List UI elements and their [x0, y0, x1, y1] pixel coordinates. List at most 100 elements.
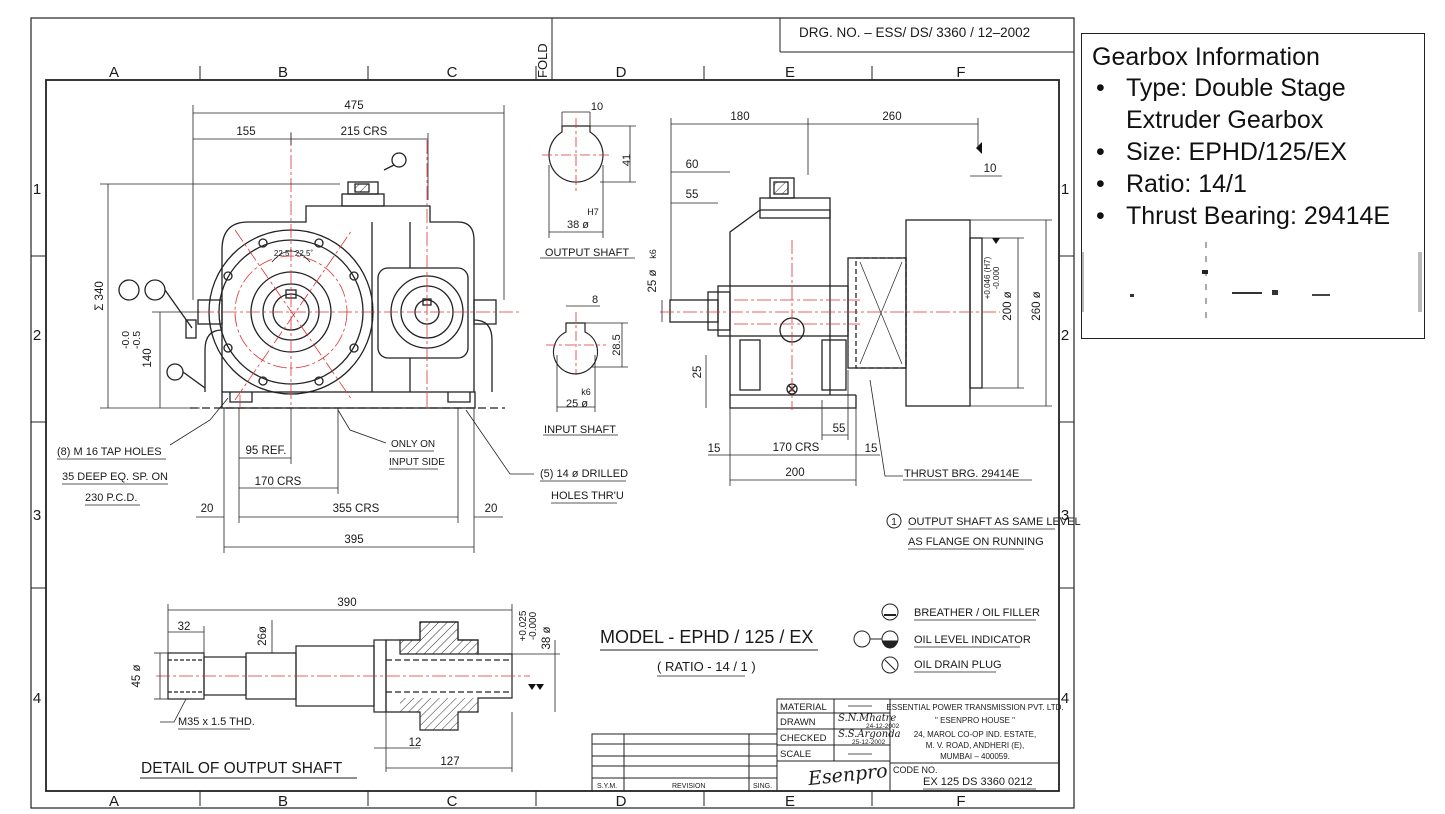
- info-list: Type: Double Stage Extruder Gearbox Size…: [1092, 72, 1414, 232]
- front-view: [118, 152, 505, 409]
- dim-395: 395: [344, 534, 363, 546]
- dim-10: 10: [984, 163, 997, 175]
- input-shaft-28-5: 28.5: [611, 334, 623, 355]
- dim-355-crs: 355 CRS: [333, 503, 380, 515]
- note-number: 1: [891, 517, 897, 528]
- output-shaft-h7: H7: [587, 207, 599, 217]
- info-title: Gearbox Information: [1092, 43, 1320, 71]
- output-shaft-key-10: 10: [591, 101, 603, 113]
- dim-tol-000: -0.000: [992, 266, 1001, 289]
- dim-tol-000-detail: -0.000: [528, 611, 539, 640]
- dim-200: 200: [785, 467, 804, 479]
- output-shaft-note: OUTPUT SHAFT AS SAME LEVEL: [908, 516, 1081, 528]
- zone-letter: F: [956, 64, 965, 81]
- dim-170-crs: 170 CRS: [255, 476, 302, 488]
- zone-number: 4: [33, 690, 41, 707]
- input-shaft-25: 25 ø: [566, 398, 588, 410]
- zone-letter: B: [278, 793, 288, 810]
- zone-number: 2: [33, 327, 41, 344]
- tb-revision-label: REVISION: [672, 783, 705, 790]
- tap-holes-note: 230 P.C.D.: [85, 492, 137, 504]
- only-on-note: ONLY ON: [391, 439, 435, 450]
- dim-tol-025: +0.025: [518, 610, 529, 641]
- tb-drawn-label: DRAWN: [780, 717, 816, 728]
- zone-number: 3: [1061, 507, 1069, 524]
- drawing-number: DRG. NO. – ESS/ DS/ 3360 / 12–2002: [799, 25, 1030, 40]
- model-title: MODEL - EPHD / 125 / EX: [600, 627, 813, 647]
- surface-symbols: [528, 142, 1000, 690]
- dim-12: 12: [409, 737, 422, 749]
- zone-letter: E: [785, 64, 795, 81]
- dim-38: 38 ø: [541, 626, 553, 649]
- tb-drawn-date: 24-12-2002: [866, 723, 900, 730]
- front-centerlines: [200, 132, 520, 410]
- dim-26: 26ø: [257, 626, 269, 646]
- ratio-label: ( RATIO - 14 / 1 ): [657, 659, 756, 674]
- dim-55: 55: [686, 189, 699, 201]
- dim-55-bottom: 55: [833, 423, 846, 435]
- zone-number: 1: [33, 181, 41, 198]
- scan-artifact: [1082, 242, 1422, 320]
- title-block: [591, 698, 1060, 792]
- dim-390: 390: [337, 597, 356, 609]
- drilled-note: HOLES THR'U: [551, 490, 624, 502]
- esenpro-logo: Esenpro: [806, 760, 889, 790]
- zone-ticks: [31, 66, 1074, 806]
- tb-sign-label: SING.: [753, 783, 772, 790]
- dim-tol-0: -0.0: [120, 331, 132, 349]
- only-on-note: INPUT SIDE: [389, 457, 445, 468]
- dim-angle-2: 22.5˚: [295, 249, 314, 258]
- tb-house: " ESENPRO HOUSE ": [935, 716, 1015, 725]
- zone-number: 1: [1061, 181, 1069, 198]
- output-shaft-label: OUTPUT SHAFT: [545, 247, 629, 259]
- dim-260-dia: 260 ø: [1031, 291, 1043, 320]
- input-shaft-k6: k6: [581, 387, 591, 397]
- zone-letter: C: [447, 793, 458, 810]
- dim-340: Σ 340: [94, 281, 106, 311]
- output-shaft-41: 41: [621, 154, 633, 166]
- tb-code-label: CODE NO.: [893, 765, 938, 775]
- dim-k6: k6: [648, 249, 658, 259]
- fold-mark: FOLD: [535, 43, 550, 78]
- dim-25-k6: 25 ø: [647, 269, 659, 292]
- dim-140: 140: [142, 348, 154, 367]
- thrust-bearing-note: THRUST BRG. 29414E: [904, 468, 1019, 480]
- zone-number: 3: [33, 507, 41, 524]
- tb-checked-by: S.S.Argonda: [838, 729, 901, 740]
- dim-95-ref: 95 REF.: [246, 445, 287, 457]
- dim-32: 32: [178, 621, 191, 633]
- tb-address-2: M. V. ROAD, ANDHERI (E),: [926, 741, 1024, 750]
- zone-letter: F: [956, 793, 965, 810]
- dim-215-crs: 215 CRS: [341, 126, 388, 138]
- zone-letter: E: [785, 793, 795, 810]
- tb-address-1: 24, MAROL CO-OP IND. ESTATE,: [914, 730, 1036, 739]
- output-shaft-note: AS FLANGE ON RUNNING: [908, 536, 1044, 548]
- dim-170-crs-side: 170 CRS: [773, 442, 820, 454]
- thread-note: M35 x 1.5 THD.: [178, 716, 255, 728]
- side-view: [669, 177, 983, 409]
- output-shaft-38: 38 ø: [567, 219, 589, 231]
- dim-20-left: 20: [201, 503, 214, 515]
- dim-angle-1: 22.5˚: [274, 249, 293, 258]
- dim-15-left: 15: [708, 443, 721, 455]
- input-shaft-key-8: 8: [592, 294, 598, 306]
- dim-127: 127: [440, 756, 459, 768]
- tap-holes-note: (8) M 16 TAP HOLES: [57, 446, 162, 458]
- tb-code-number: EX 125 DS 3360 0212: [923, 776, 1032, 788]
- zone-letter: C: [447, 64, 458, 81]
- tb-address-3: MUMBAI – 400059.: [940, 752, 1010, 761]
- tb-company: ESSENTIAL POWER TRANSMISSION PVT. LTD.: [886, 703, 1063, 712]
- dim-20-right: 20: [485, 503, 498, 515]
- zone-letter: A: [109, 793, 119, 810]
- zone-number: 4: [1061, 690, 1069, 707]
- dim-180: 180: [730, 111, 749, 123]
- detail-title: DETAIL OF OUTPUT SHAFT: [141, 760, 343, 777]
- shaft-sections: [548, 125, 604, 375]
- legend-oil-level: OIL LEVEL INDICATOR: [914, 634, 1031, 646]
- dim-25: 25: [692, 366, 704, 379]
- info-size: Size: EPHD/125/EX: [1092, 136, 1414, 168]
- legend-drain-plug: OIL DRAIN PLUG: [914, 659, 1002, 671]
- dim-475: 475: [344, 100, 363, 112]
- dim-tol-h7: +0.046 (H7): [983, 256, 992, 299]
- dim-15-right: 15: [865, 443, 878, 455]
